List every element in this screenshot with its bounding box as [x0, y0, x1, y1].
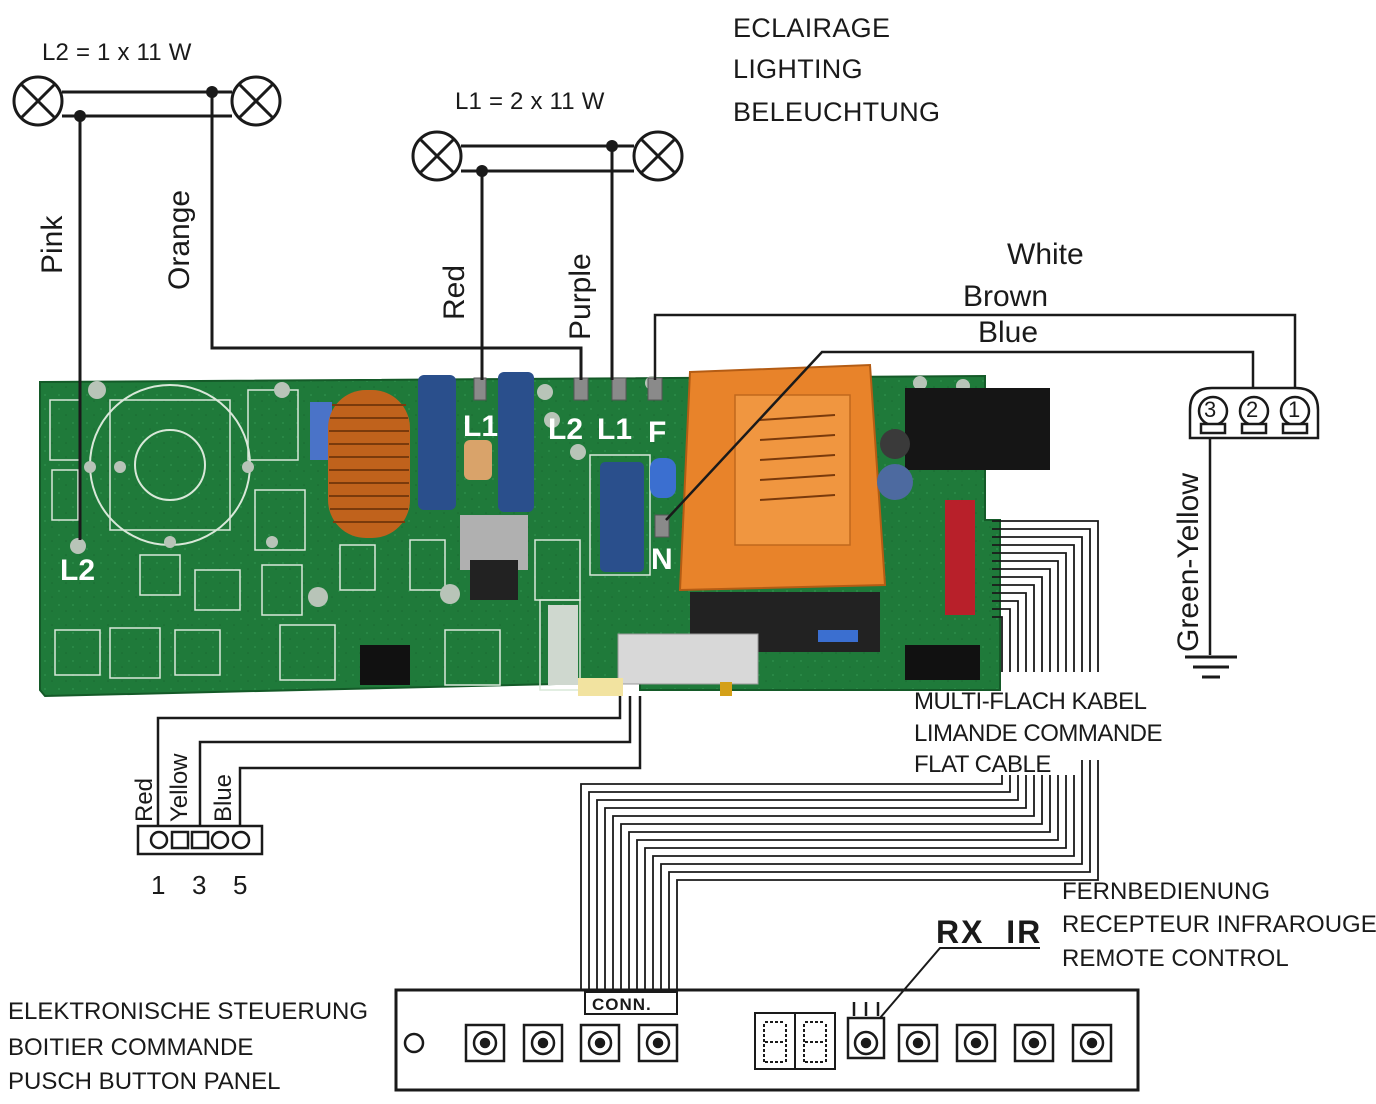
mains-pin-1: 1 [1288, 397, 1301, 422]
ir-receiver-icon [846, 1002, 886, 1060]
pcb-board [39, 363, 1050, 698]
panel-buttons [464, 1023, 1113, 1063]
panel-push-button [464, 1023, 506, 1063]
relay [905, 388, 1050, 470]
copper-coil [328, 390, 410, 538]
transformer [678, 363, 887, 592]
electrolytic-capacitor [877, 464, 913, 500]
flat-cable-upper [992, 520, 1099, 672]
connector-wire-yellow: Yellow [166, 753, 193, 823]
conn-label: CONN. [592, 995, 652, 1014]
mains-pin-3: 3 [1204, 397, 1217, 422]
connector-pin-3: 3 [192, 870, 207, 900]
connector-pin-1: 1 [151, 870, 166, 900]
ic-chip [470, 560, 518, 600]
lamp-wires [78, 92, 614, 540]
wire-label-green-yellow: Green-Yellow [1172, 473, 1205, 652]
terminal-label-l1-right: L1 [597, 413, 633, 446]
wire-label-orange: Orange [163, 189, 196, 290]
wire-label-brown: Brown [963, 280, 1049, 313]
wire-label-blue: Blue [978, 316, 1039, 349]
lamp-l2-label: L2 = 1 x 11 W [42, 39, 192, 66]
panel-push-button [1071, 1023, 1113, 1063]
wire-orange [210, 92, 583, 380]
capacitor [498, 372, 534, 512]
wire-blue [665, 350, 1255, 521]
wire-label-purple: Purple [564, 253, 597, 340]
push-button-panel [394, 947, 1140, 1092]
terminal-label-f: F [648, 416, 667, 449]
capacitor [418, 375, 456, 510]
rx-ir-label: RX IR [936, 914, 1043, 950]
panel-push-button [579, 1023, 621, 1063]
terminal-label-n: N [651, 543, 673, 576]
connector-wire-red: Red [131, 777, 158, 822]
terminal-label-l2: L2 [548, 413, 584, 446]
terminal-label-l1: L1 [463, 410, 499, 443]
remote-line-1: FERNBEDIENUNG [1062, 878, 1271, 905]
terminal-label-l2-left: L2 [60, 554, 96, 587]
seven-segment-display [754, 1012, 836, 1070]
flat-cable-line-2: LIMANDE COMMANDE [914, 720, 1163, 747]
connector-pin-5: 5 [233, 870, 248, 900]
flat-cable-lower [580, 760, 1099, 992]
heading-lighting: LIGHTING [733, 54, 863, 84]
small-connector-wires [156, 696, 642, 828]
panel-push-button [522, 1023, 564, 1063]
header-strip [548, 605, 578, 685]
panel-push-button [637, 1023, 679, 1063]
lamp-l1-label: L1 = 2 x 11 W [455, 88, 605, 115]
rx-leader-line [879, 947, 1040, 1019]
panel-push-button [955, 1023, 997, 1063]
lamp-l2-group [12, 75, 282, 127]
panel-line-1: ELEKTRONISCHE STEUERUNG [8, 998, 369, 1025]
remote-line-2: RECEPTEUR INFRAROUGE [1062, 911, 1376, 938]
earth-icon [1185, 655, 1237, 679]
flat-cable-line-1: MULTI-FLACH KABEL [914, 688, 1147, 715]
connector-wire-blue: Blue [210, 773, 237, 822]
remote-line-3: REMOTE CONTROL [1062, 945, 1289, 972]
terminal-pins [473, 377, 670, 538]
lamp-l1-group [411, 130, 684, 182]
ic-chip [360, 645, 410, 685]
panel-push-button [1013, 1023, 1055, 1063]
mains-terminal-block [1188, 386, 1320, 440]
capacitor [650, 458, 676, 498]
wire-label-red: Red [438, 264, 471, 320]
panel-line-3: PUSCH BUTTON PANEL [8, 1068, 281, 1095]
heading-beleuchtung: BELEUCHTUNG [733, 97, 941, 127]
capacitor [600, 462, 644, 572]
trimmer [310, 402, 332, 460]
red-connector [945, 500, 975, 615]
wire-label-white: White [1007, 238, 1084, 271]
wire-white [653, 313, 1297, 398]
small-connector [136, 824, 264, 856]
wire-label-pink: Pink [36, 215, 69, 274]
panel-push-button [897, 1023, 939, 1063]
mains-wires [653, 313, 1297, 655]
heading-eclairage: ECLAIRAGE [733, 13, 891, 43]
mains-pin-2: 2 [1246, 397, 1259, 422]
panel-line-2: BOITIER COMMANDE [8, 1034, 254, 1061]
flat-cable-line-3: FLAT CABLE [914, 751, 1051, 778]
led-icon [403, 1032, 425, 1054]
ribbon-strip [617, 633, 759, 685]
small-connector-housing [578, 678, 623, 696]
resistor [464, 440, 492, 480]
